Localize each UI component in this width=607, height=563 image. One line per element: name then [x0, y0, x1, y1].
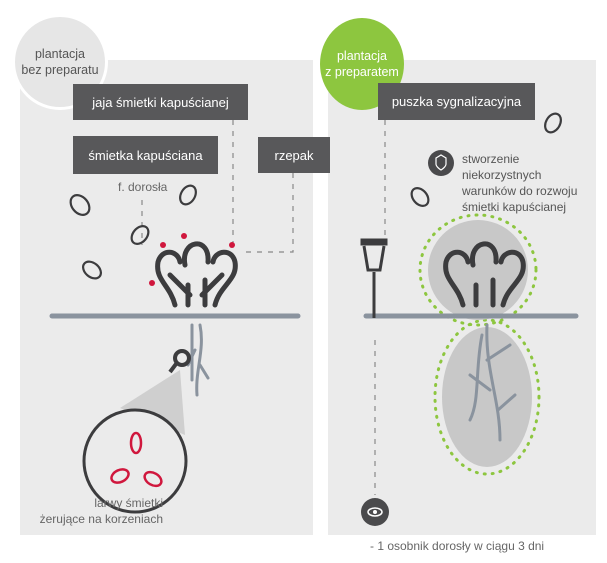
cabbage-plant-left [155, 241, 238, 308]
badge-line: bez preparatu [21, 63, 99, 77]
fly-sub-label: f. dorosła [118, 180, 168, 194]
effect-line: śmietki kapuścianej [462, 200, 567, 214]
effect-line: warunków do rozwoju [462, 184, 578, 198]
trap-label: puszka sygnalizacyjna [378, 83, 535, 120]
badge-with-preparation: plantacja z preparatem [320, 18, 404, 110]
protection-zone [418, 213, 541, 476]
eggs-label: jaja śmietki kapuścianej [73, 84, 248, 120]
caption-line: larwy śmietki [94, 496, 163, 510]
effect-line: stworzenie [462, 152, 520, 166]
effect-text: stworzenie niekorzystnych warunków do rozw… [462, 151, 577, 215]
badge-line: z preparatem [325, 65, 399, 79]
rape-label: rzepak [258, 137, 330, 173]
effect-line: niekorzystnych [462, 168, 542, 182]
caption-line: żerujące na korzeniach [39, 512, 163, 526]
larvae-caption: larwy śmietki żerujące na korzeniach [38, 495, 163, 527]
magnifier-beam [120, 370, 185, 435]
observation-text: - 1 osobnik dorosły w ciągu 3 dni [370, 539, 545, 553]
shield-icon [428, 150, 454, 176]
roots-right [468, 323, 517, 442]
cabbage-plant-right [443, 241, 526, 308]
rape-connector [240, 173, 294, 253]
eggs-markers [149, 233, 235, 286]
signal-trap-icon [360, 238, 388, 318]
fly-label: śmietka kapuściana [73, 136, 218, 174]
badge-line: plantacja [336, 49, 388, 63]
larvae-zoom-circle [82, 408, 188, 514]
roots-left [186, 323, 210, 397]
badge-line: plantacja [34, 47, 86, 61]
larva-icons [110, 431, 163, 488]
fly-icons [69, 112, 562, 280]
magnifier-icon [173, 349, 191, 367]
